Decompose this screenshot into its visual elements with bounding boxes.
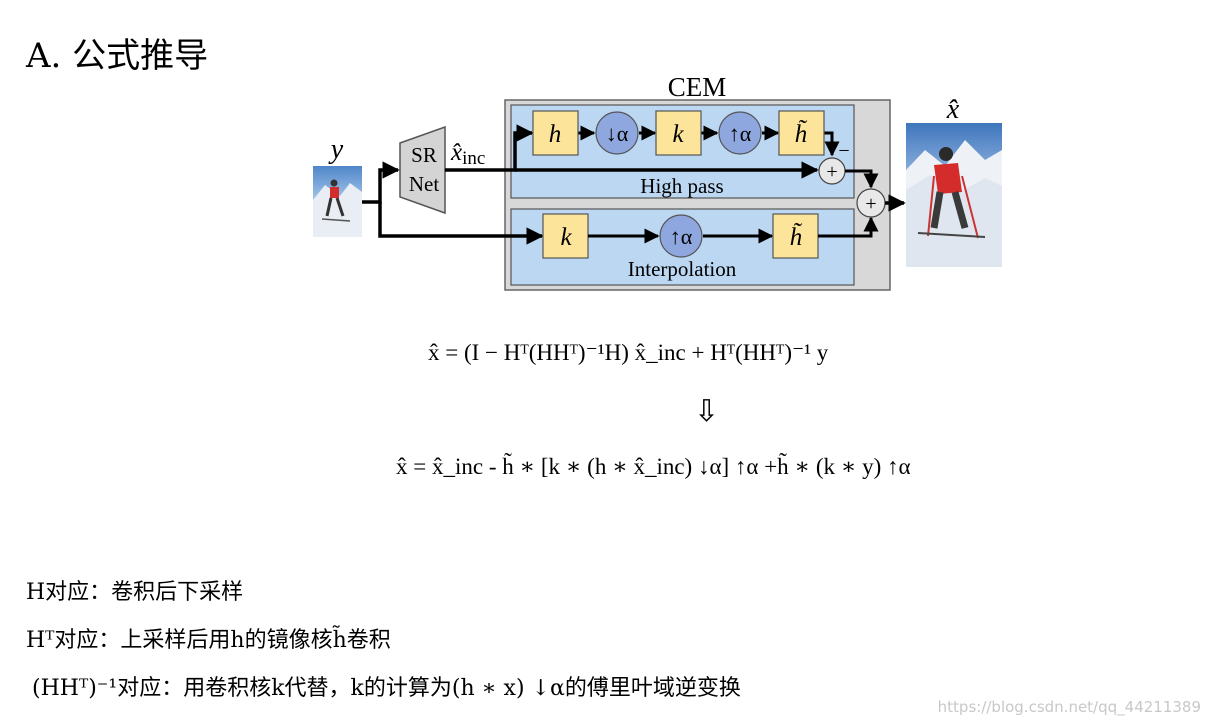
output-image (906, 123, 1002, 267)
final-sum-plus: + (865, 193, 876, 215)
hp-upsample-label: ↑α (729, 121, 752, 146)
hp-upsample-circle (718, 111, 762, 155)
sr-net-label-1: SR (411, 143, 437, 167)
note-h-transpose: Hᵀ对应：上采样后用h的镜像核h̃卷积 (26, 628, 391, 653)
interp-block-k-label: k (560, 224, 572, 251)
sr-net-label-2: Net (409, 172, 439, 196)
wire-hp-to-sum (824, 131, 840, 157)
wire-y-to-sr (362, 161, 400, 204)
equation-1: x̂ = (I − Hᵀ(HHᵀ)⁻¹H) x̂_inc + Hᵀ(HHᵀ)⁻¹… (428, 340, 829, 365)
interp-block-h-tilde-label: h̃ (790, 223, 803, 251)
hp-sum-plus: + (826, 161, 837, 183)
minus-sign: − (838, 140, 849, 162)
wire-sr-to-h (445, 124, 534, 172)
interp-block-h-tilde (772, 213, 819, 259)
note-h: H对应：卷积后下采样 (26, 580, 244, 605)
hp-block-k (655, 110, 702, 156)
wire-y-to-interp (378, 202, 544, 245)
high-pass-label: High pass (640, 174, 723, 198)
input-label: y (328, 134, 344, 165)
hp-block-h (532, 110, 579, 156)
cem-diagram: CEM High pass Interpolation y SR Net x̂i… (313, 72, 1002, 291)
wire-interp-to-final (818, 216, 879, 238)
interp-upsample-circle (659, 214, 703, 258)
hp-block-h-label: h (549, 121, 562, 148)
implies-arrow-icon: ⇩ (694, 394, 720, 429)
cem-label: CEM (668, 72, 727, 102)
watermark: https://blog.csdn.net/qq_44211389 (937, 698, 1201, 716)
sr-net-block (399, 125, 446, 215)
hp-block-k-label: k (672, 121, 684, 148)
wire-hp-sum-to-final (845, 169, 879, 189)
interp-upsample-label: ↑α (670, 224, 693, 249)
interpolation-label: Interpolation (628, 257, 737, 281)
hp-downsample-label: ↓α (606, 121, 629, 146)
hp-downsample-circle (595, 111, 639, 155)
note-hht-inverse: (HHᵀ)⁻¹对应：用卷积核k代替，k的计算为(h ∗ x) ↓α的傅里叶域逆变… (32, 676, 741, 701)
output-label: x̂ (946, 94, 960, 125)
hp-block-h-tilde-label: h̃ (795, 120, 808, 148)
x-inc-label: x̂inc (450, 139, 485, 169)
input-image (313, 166, 362, 237)
page-title: A. 公式推导 (26, 36, 209, 76)
hp-block-h-tilde (778, 110, 825, 156)
equation-2: x̂ = x̂_inc - h̃ ∗ [k ∗ (h ∗ x̂_inc) ↓α]… (396, 454, 911, 479)
